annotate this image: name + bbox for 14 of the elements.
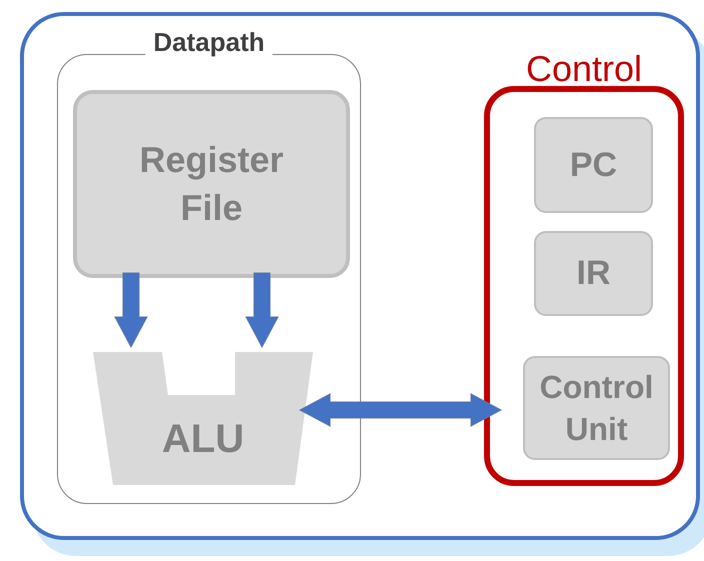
node-label: IR — [576, 253, 610, 294]
control-heading: Control — [526, 47, 642, 91]
arrow — [298, 393, 502, 427]
arrow — [245, 272, 279, 348]
node-label: ALU — [160, 416, 246, 463]
alu-shape — [93, 352, 313, 485]
control-unit-box — [523, 356, 670, 460]
ir-box — [534, 231, 653, 316]
arrow — [114, 272, 148, 348]
register-file-box — [73, 90, 350, 278]
node-label: Register File — [138, 138, 285, 230]
pc-box — [534, 117, 653, 213]
node-label: PC — [570, 144, 618, 186]
node-label: Control Unit — [538, 368, 654, 449]
